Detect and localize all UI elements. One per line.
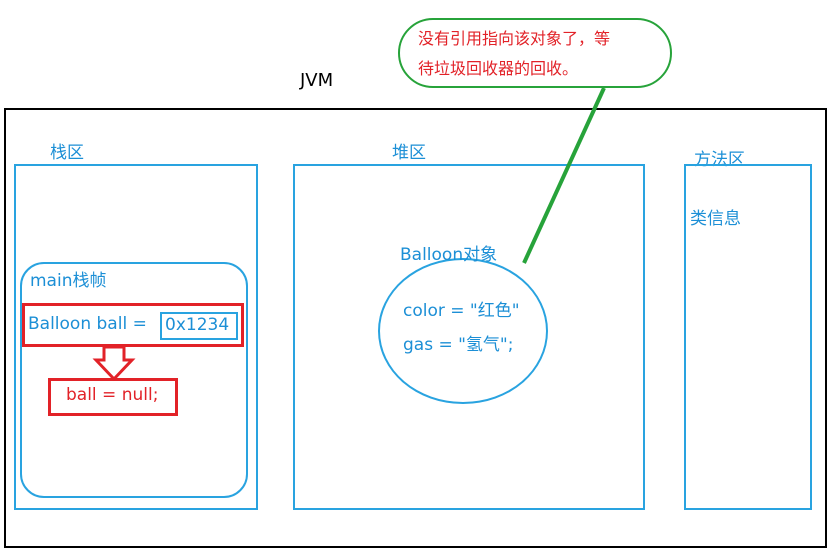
heap-area bbox=[293, 164, 645, 510]
address-box bbox=[160, 312, 238, 340]
callout-line bbox=[522, 87, 606, 264]
callout-bubble bbox=[398, 18, 672, 88]
down-arrow-icon bbox=[92, 345, 136, 382]
balloon-object-title: Balloon对象 bbox=[400, 245, 498, 265]
main-stack-frame bbox=[20, 262, 248, 498]
reference-declaration-highlight bbox=[22, 303, 244, 347]
object-field-color: color = "红色" bbox=[403, 301, 520, 321]
object-field-gas: gas = "氢气"; bbox=[403, 335, 514, 355]
balloon-object bbox=[378, 258, 548, 404]
callout-note-line-2: 待垃圾回收器的回收。 bbox=[418, 59, 579, 78]
stack-area-title: 栈区 bbox=[50, 143, 84, 163]
method-area bbox=[684, 164, 812, 510]
reference-declaration: Balloon ball = bbox=[28, 314, 147, 334]
jvm-title: JVM bbox=[300, 70, 334, 91]
stack-area bbox=[14, 164, 258, 510]
class-info: 类信息 bbox=[690, 209, 741, 229]
null-assignment: ball = null; bbox=[66, 385, 159, 405]
main-stack-frame-title: main栈帧 bbox=[30, 271, 107, 291]
reference-address: 0x1234 bbox=[165, 315, 230, 335]
jvm-container bbox=[4, 108, 827, 548]
callout-note-line-1: 没有引用指向该对象了，等 bbox=[418, 29, 611, 48]
heap-area-title: 堆区 bbox=[392, 143, 426, 163]
